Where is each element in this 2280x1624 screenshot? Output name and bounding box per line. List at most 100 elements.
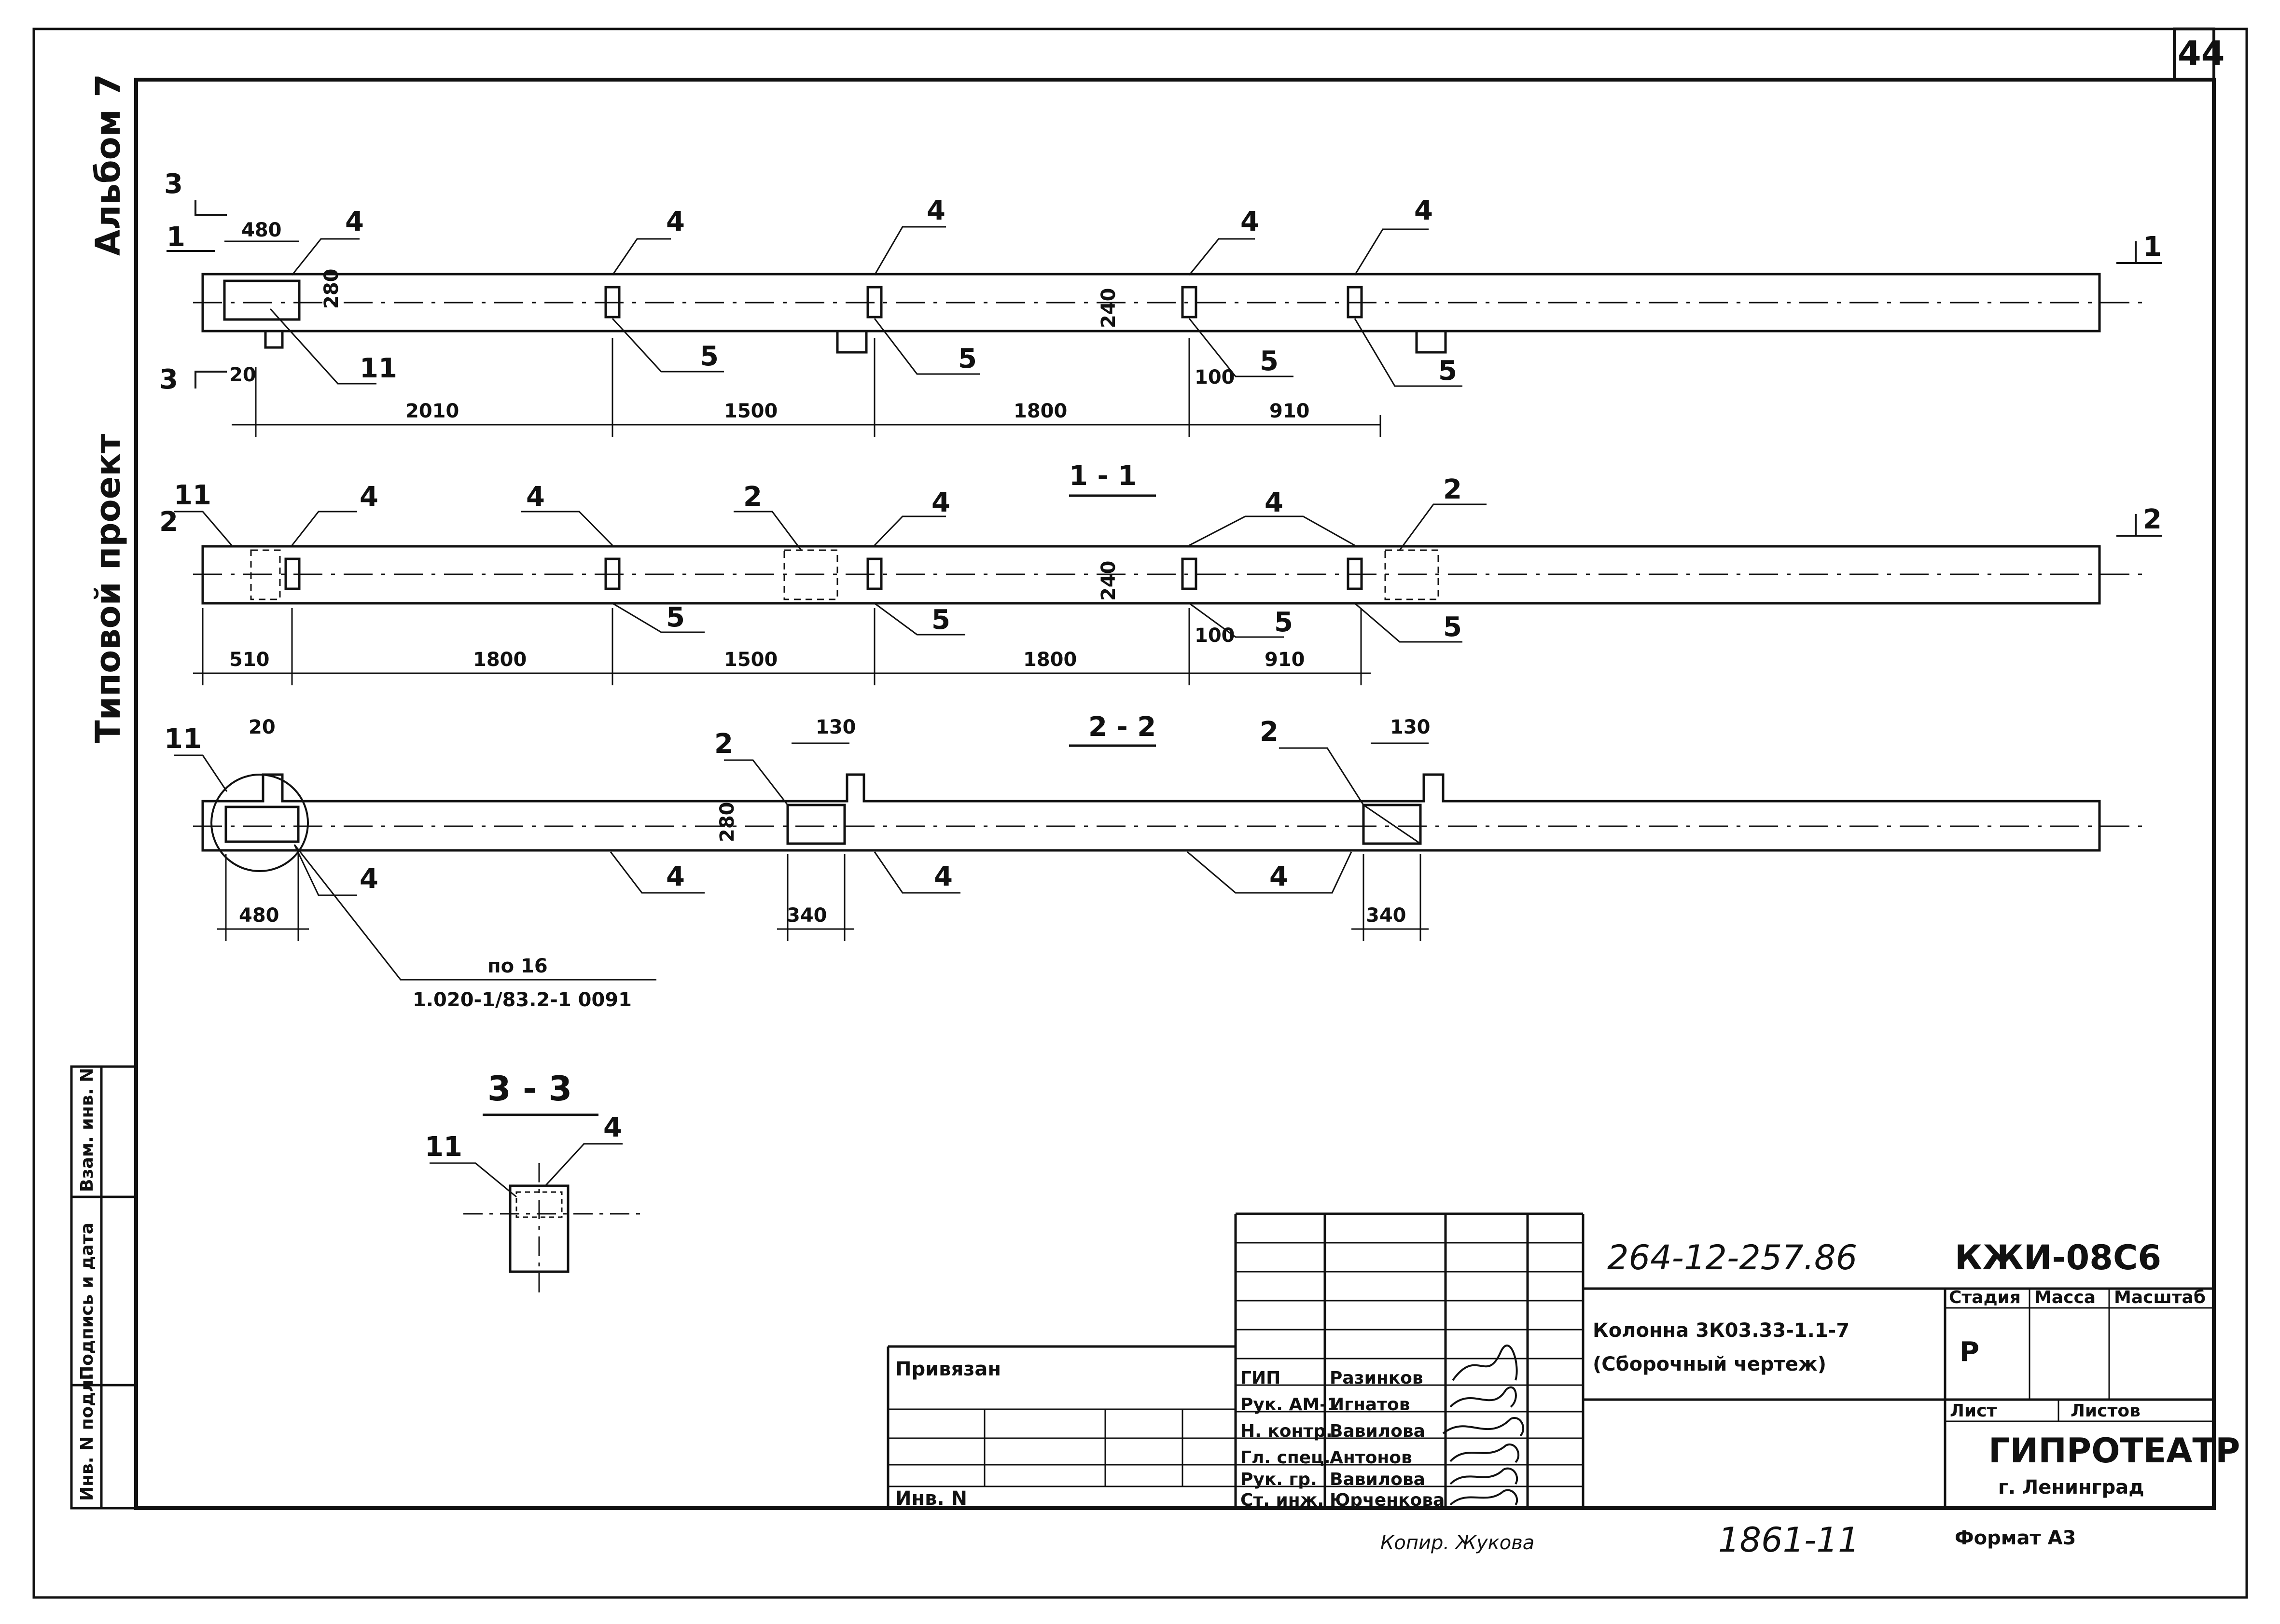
plan-lug-2: [836, 331, 868, 354]
plan-dim-480: 480: [241, 219, 282, 241]
plan-cap: [223, 279, 301, 321]
section-1-ref-4-b: 4: [526, 481, 545, 513]
section-2-ref-4-a: 4: [360, 863, 378, 895]
plan-dim-240: 240: [1098, 288, 1120, 329]
section-1-ref-4-a: 4: [360, 481, 378, 513]
role-2: Н. контр.: [1240, 1421, 1333, 1441]
title-block-sheets-label: Листов: [2071, 1401, 2141, 1421]
title-block-sheet-label: Лист: [1950, 1401, 1997, 1421]
plan-cut-mark-3-top: 3: [164, 168, 183, 200]
section-2-column-body: [201, 773, 2101, 852]
role-5: Ст. инж.: [1240, 1490, 1324, 1510]
section-2-note-line-1: по 16: [487, 955, 548, 977]
section-1-ref-2-b: 2: [1443, 474, 1462, 505]
section-2-dim-340-b: 340: [1366, 904, 1406, 927]
section-1-dim-510: 510: [229, 649, 270, 671]
section-1-dim-1500: 1500: [724, 649, 778, 671]
section-3-ref-4: 4: [603, 1112, 622, 1143]
section-2-ref-2-b: 2: [1260, 716, 1279, 748]
plan-ref-5-d: 5: [1438, 355, 1457, 387]
title-block-scale-header: Масштаб: [2114, 1288, 2206, 1307]
section-1-ref-5-d: 5: [1443, 611, 1462, 643]
plan-ref-5-b: 5: [958, 343, 977, 375]
plan-dim-1500: 1500: [724, 400, 778, 422]
plan-plate-2: [866, 286, 883, 319]
section-1-ref-4-d: 4: [1265, 487, 1283, 518]
plan-dim-20: 20: [229, 364, 256, 386]
title-block-stage-header: Стадия: [1949, 1288, 2021, 1307]
title-block-bound-label: Привязан: [895, 1358, 1001, 1380]
section-2-ref-4-b: 4: [666, 861, 685, 892]
section-1-dim-1800-a: 1800: [473, 649, 527, 671]
footer-copied-by: Копир. Жукова: [1380, 1532, 1534, 1554]
title-block-org-name: ГИПРОТЕАТР: [1988, 1431, 2240, 1471]
role-1: Рук. АМ-1: [1240, 1395, 1339, 1415]
title-block-org-city: г. Ленинград: [1998, 1476, 2144, 1499]
title-block-title-line-1: Колонна 3К03.33-1.1-7: [1593, 1319, 1849, 1342]
section-1-title: 1 - 1: [1069, 460, 1137, 492]
plan-dim-910: 910: [1269, 400, 1310, 422]
section-1-dim-240: 240: [1098, 561, 1120, 601]
section-1-dim-100: 100: [1195, 625, 1235, 647]
plan-cut-mark-1-right: 1: [2143, 231, 2162, 263]
plan-ref-4-d: 4: [1240, 206, 1259, 237]
section-3-title: 3 - 3: [487, 1069, 572, 1109]
role-2-name: Вавилова: [1330, 1421, 1425, 1441]
section-1-ref-11: 11: [174, 480, 211, 511]
sheet-frame: [32, 28, 2248, 1599]
role-3: Гл. спец.: [1240, 1448, 1331, 1468]
footer-format: Формат А3: [1955, 1527, 2076, 1549]
side-stamp-inv: Инв. N подл.: [77, 1373, 97, 1501]
section-2-ref-2-a: 2: [714, 728, 733, 760]
section-1-cut-mark-2-right: 2: [2143, 504, 2162, 535]
section-2-view: [174, 742, 2143, 981]
plan-ref-4-c: 4: [927, 195, 945, 226]
role-3-name: Антонов: [1330, 1448, 1412, 1468]
section-1-dim-1800-b: 1800: [1023, 649, 1077, 671]
section-1-ref-4-c: 4: [931, 487, 950, 518]
section-3-body: [509, 1184, 570, 1273]
title-block-title-line-2: (Сборочный чертеж): [1593, 1353, 1826, 1375]
plan-ref-11: 11: [360, 353, 397, 384]
section-1-ref-5-a: 5: [666, 602, 685, 633]
title-block-doc-number: 264-12-257.86: [1607, 1238, 1857, 1277]
plan-dim-280: 280: [320, 269, 343, 309]
page-number: 44: [2178, 34, 2224, 73]
role-5-name: Юрченкова: [1330, 1490, 1445, 1510]
plan-dim-100: 100: [1195, 366, 1235, 389]
side-stamp: [70, 1065, 138, 1510]
plan-cut-mark-3-bottom: 3: [159, 364, 178, 395]
role-0-name: Разинков: [1330, 1368, 1423, 1388]
plan-plate-4: [1347, 286, 1363, 319]
plan-plate-1: [604, 286, 621, 319]
role-1-name: Игнатов: [1330, 1395, 1410, 1415]
plan-view: [167, 200, 2162, 437]
plan-cut-mark-1-left: 1: [167, 222, 185, 253]
section-2-ref-4-c: 4: [934, 861, 953, 892]
page-number-box: [2173, 28, 2215, 81]
section-1-ref-5-b: 5: [931, 604, 950, 636]
plan-lug-1: [264, 331, 284, 349]
role-4: Рук. гр.: [1240, 1470, 1317, 1489]
project-type-label: Типовой проект: [88, 433, 128, 743]
plan-ref-5-c: 5: [1260, 346, 1279, 377]
section-3-ref-11: 11: [425, 1131, 462, 1163]
section-2-dim-20: 20: [249, 716, 276, 738]
title-block-inv-label: Инв. N: [895, 1487, 967, 1510]
title-block-stage-value: Р: [1960, 1336, 1979, 1368]
plan-ref-4-e: 4: [1414, 195, 1433, 226]
section-2-ref-4-d: 4: [1269, 861, 1288, 892]
section-1-ref-2-a: 2: [743, 481, 762, 513]
side-stamp-replacement: Взам. инв. N: [77, 1068, 97, 1192]
plan-plate-3: [1181, 286, 1197, 319]
plan-dim-2010: 2010: [405, 400, 459, 422]
section-1-dim-910: 910: [1265, 649, 1305, 671]
section-2-dim-340-a: 340: [787, 904, 827, 927]
title-block-grid: [887, 1212, 2214, 1508]
section-1-cut-mark-2-left: 2: [159, 506, 178, 538]
section-1-view: [174, 494, 2162, 685]
inner-border: [134, 78, 2216, 1510]
section-2-dim-480: 480: [239, 904, 279, 927]
plan-ref-4-b: 4: [666, 206, 685, 237]
